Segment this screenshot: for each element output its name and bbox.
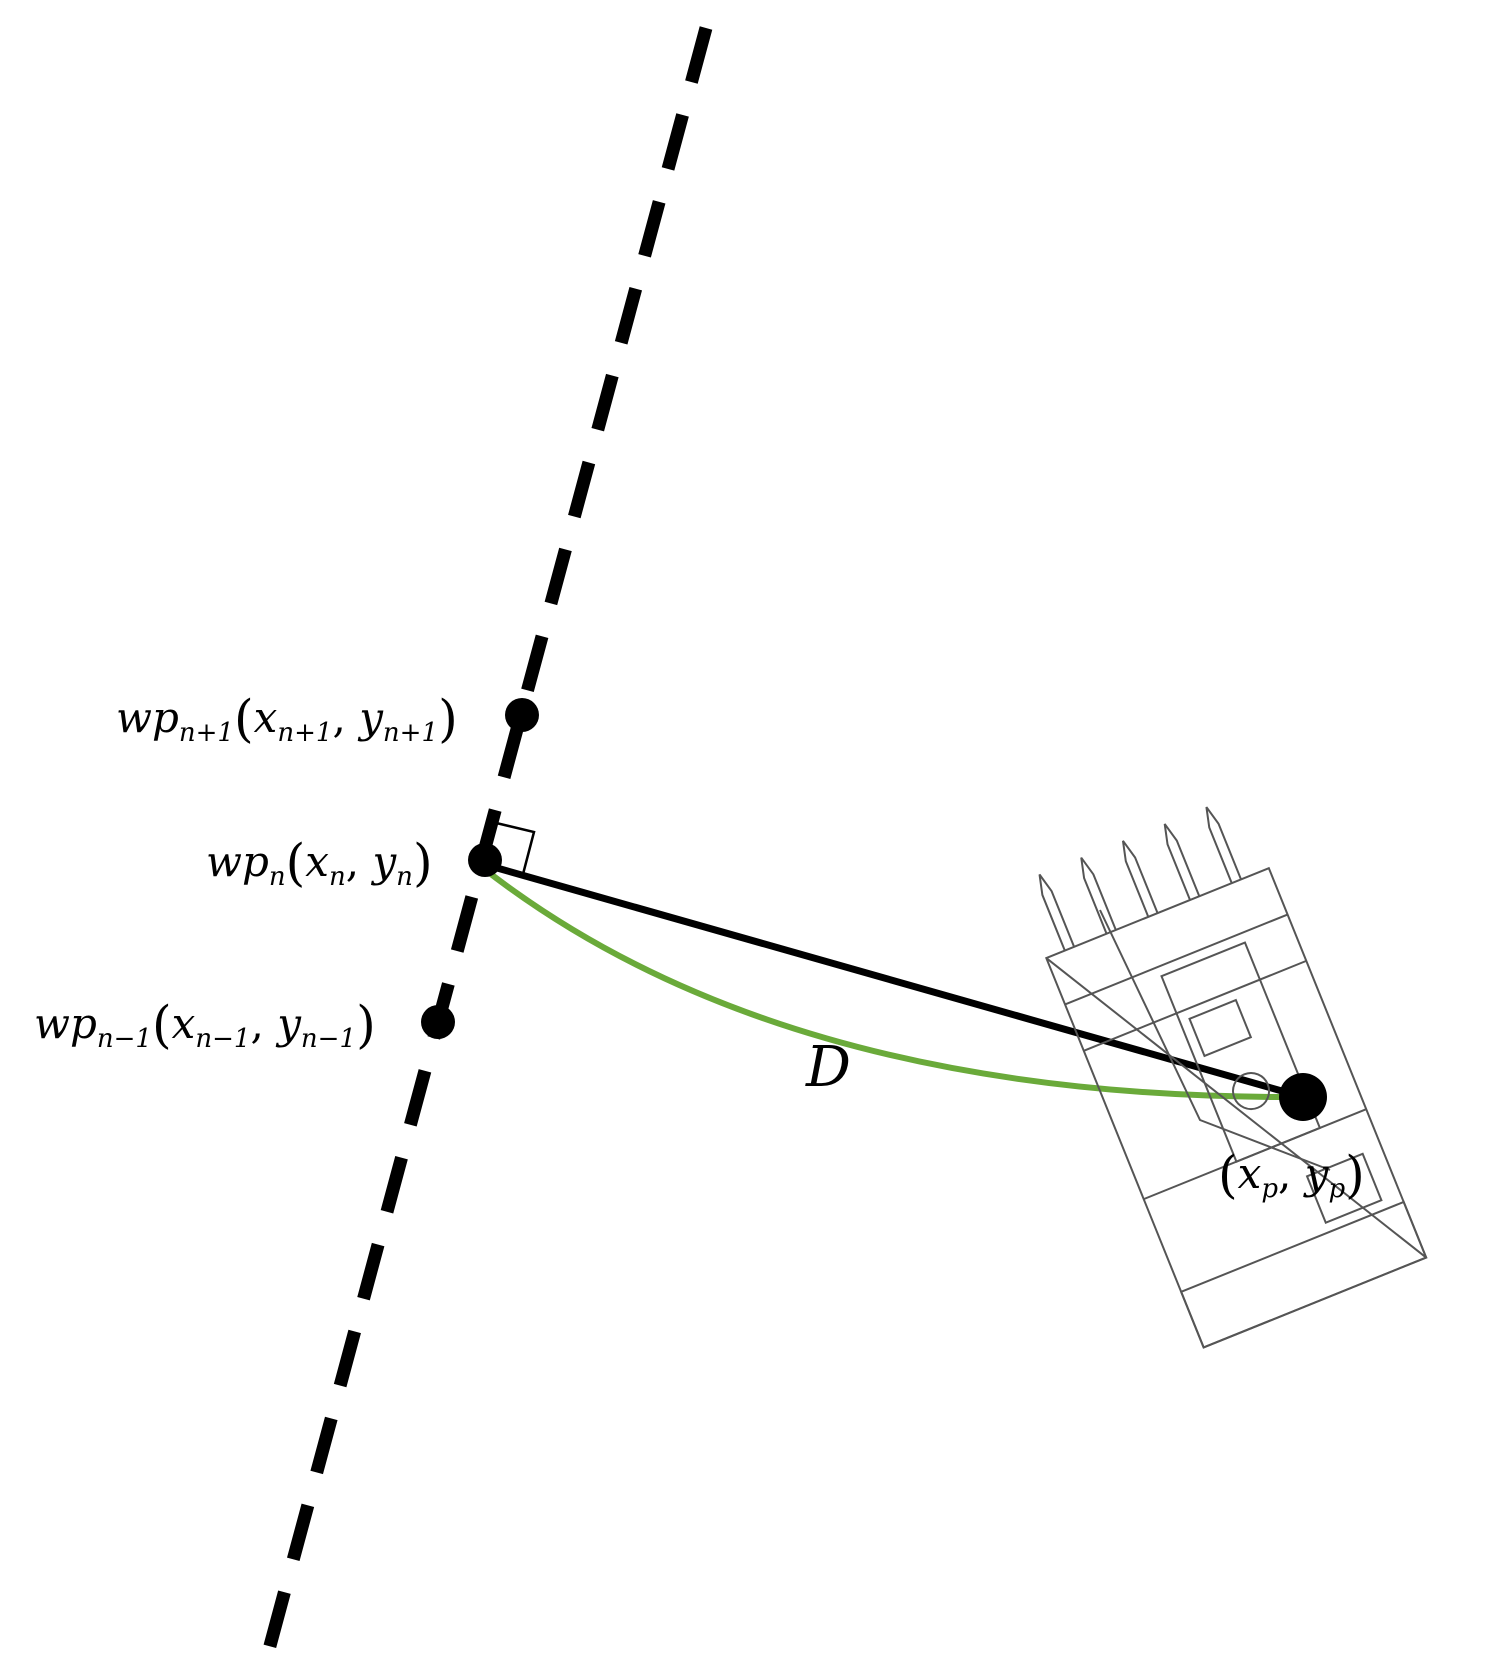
vehicle-position-dot [1279,1073,1327,1121]
waypoint-next-dot [505,698,539,732]
label-vehicle-position: (xp, yp) [1218,1145,1365,1205]
label-waypoint-prev: wpn−1(xn−1, yn−1) [34,995,376,1055]
right-angle-marker [491,820,536,879]
label-waypoint-next: wpn+1(xn+1, yn+1) [116,689,458,749]
trajectory-curve [481,865,1304,1101]
vehicle-icon [1038,806,1428,1349]
waypoint-current-dot [468,843,502,877]
label-distance: D [806,1035,851,1100]
perpendicular-line [482,860,1304,1101]
waypoint-prev-dot [421,1005,455,1039]
label-waypoint-current: wpn(xn, yn) [206,833,433,893]
